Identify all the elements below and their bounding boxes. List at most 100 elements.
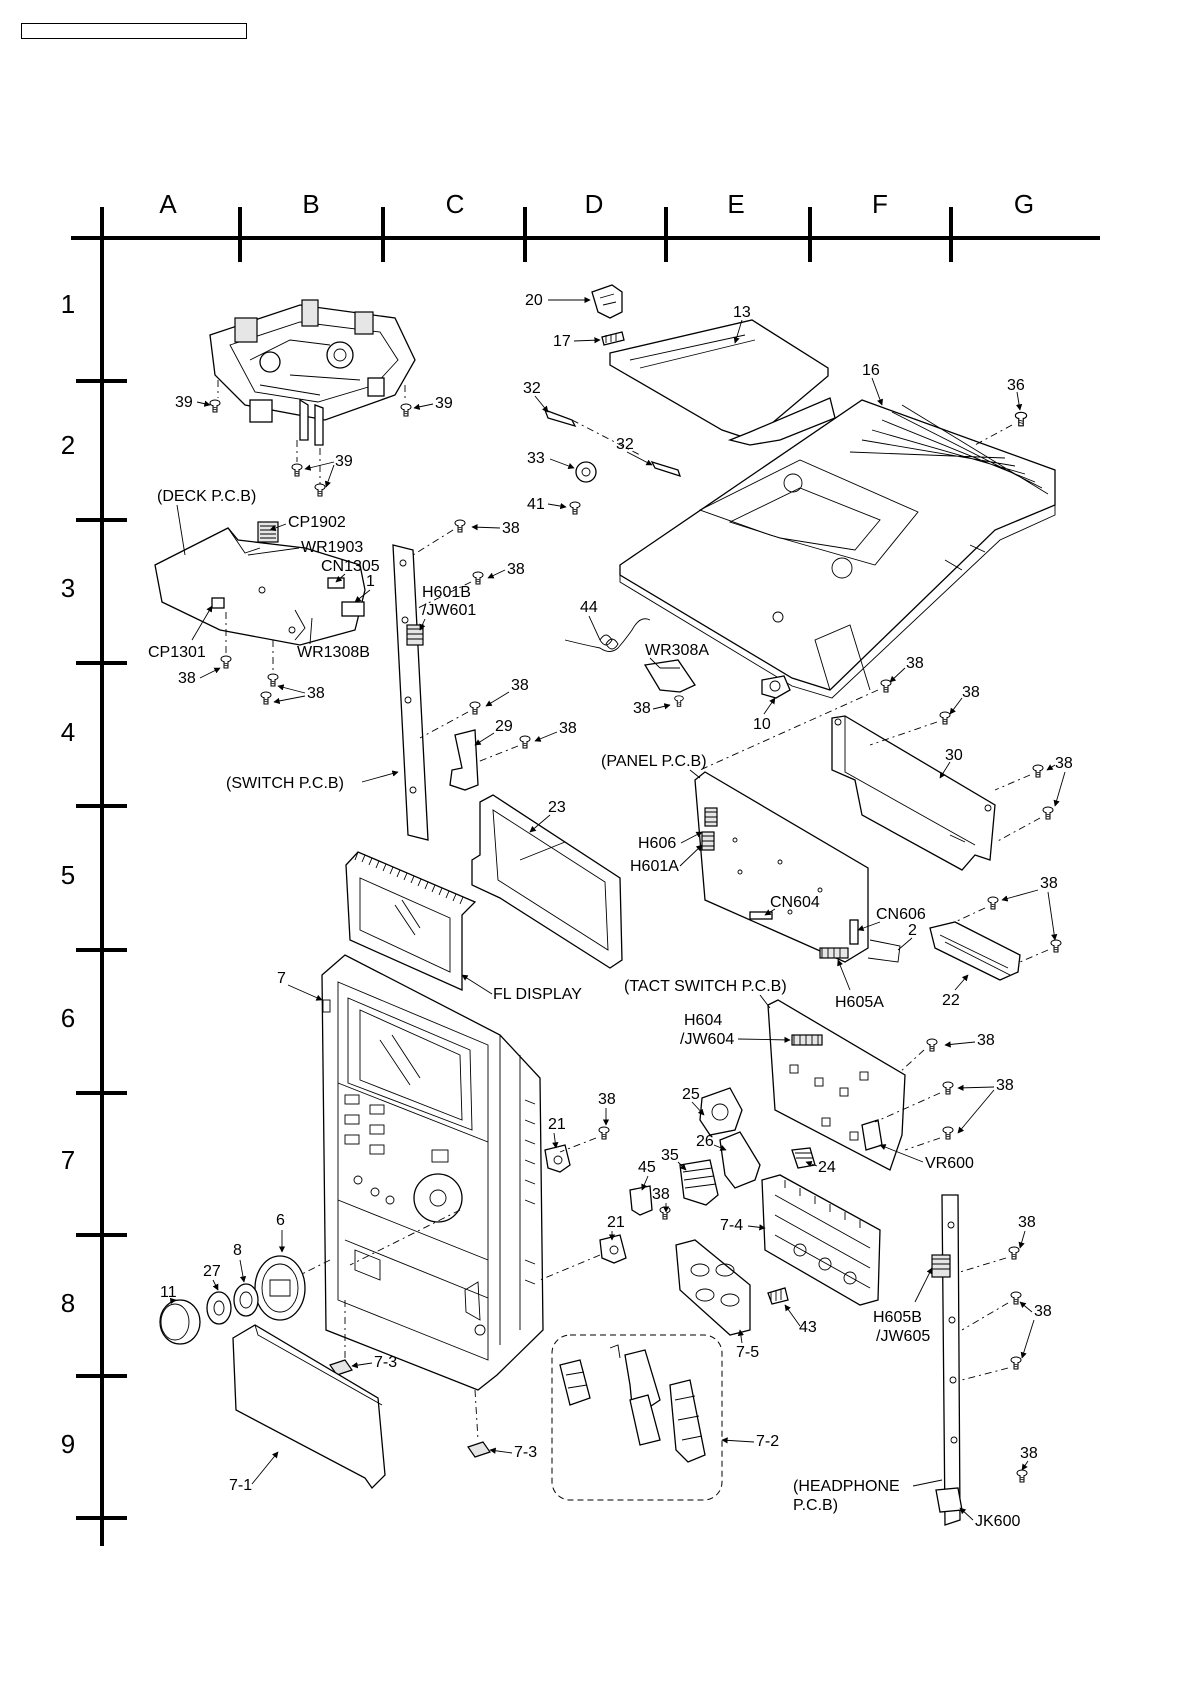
grid-column-e: E [727,189,744,219]
fl-display-label: FL DISPLAY [493,986,582,1003]
h601b-label-1: H601B [422,584,471,601]
grid-column-d: D [585,189,604,219]
part-27: 27 [203,1263,221,1280]
panel-pcb-label: (PANEL P.C.B) [601,753,707,770]
grid-row-3: 3 [61,573,75,603]
part-38-g8b: 38 [1034,1303,1052,1320]
panel-pcb [694,771,901,963]
part-7-5: 7-5 [736,1344,759,1361]
part-20: 20 [525,292,543,309]
part-7-4: 7-4 [720,1217,743,1234]
h605b-label-1: H605B [873,1309,922,1326]
part-38-f4b: 38 [962,684,980,701]
part-38-g5: 38 [1040,875,1058,892]
grid-column-c: C [446,189,465,219]
h605a-label: H605A [835,994,884,1011]
headphone-pcb-label-1: (HEADPHONE [793,1478,900,1495]
part-26: 26 [696,1133,714,1150]
part-22: 22 [942,992,960,1009]
part-8: 8 [233,1242,242,1259]
part-38-g6b: 38 [996,1077,1014,1094]
part-38-g9: 38 [1020,1445,1038,1462]
part-38-g8a: 38 [1018,1214,1036,1231]
part-17: 17 [553,333,571,350]
cassette-lid-parts [543,284,836,515]
small-parts-d7 [629,1087,816,1220]
part-38-g6a: 38 [977,1032,995,1049]
headphone-pcb [931,1194,1028,1526]
part-11: 11 [160,1284,177,1301]
part-25: 25 [682,1086,700,1103]
grid-column-b: B [302,189,319,219]
wr1903-label: WR1903 [301,539,363,556]
part-36: 36 [1007,377,1025,394]
fl-display-holder [345,794,623,992]
part-10: 10 [753,716,771,733]
part-39-left: 39 [175,394,193,411]
h606-label: H606 [638,835,676,852]
grid-column-g: G [1014,189,1034,219]
parts-7-4-7-5 [675,1174,881,1336]
part-30: 30 [945,747,963,764]
part-32-right: 32 [616,436,634,453]
part-44: 44 [580,599,598,616]
part-43: 43 [799,1319,817,1336]
part-23: 23 [548,799,566,816]
tact-switch-pcb [767,999,954,1171]
part-6: 6 [276,1212,285,1229]
switch-pcb [392,519,531,841]
h605b-label-2: /JW605 [876,1328,930,1345]
grid-frame: A B C D E F G 1 2 3 4 5 6 7 8 9 [61,189,1100,1546]
tact-switch-pcb-label: (TACT SWITCH P.C.B) [624,978,787,995]
part-38-g4: 38 [1055,755,1073,772]
part-21-upper: 21 [548,1116,566,1133]
part-2: 2 [908,922,917,939]
cn604-label: CN604 [770,894,820,911]
headphone-pcb-label-2: P.C.B) [793,1497,838,1514]
h604-label-2: /JW604 [680,1031,734,1048]
part-16: 16 [862,362,880,379]
part-41: 41 [527,496,545,513]
deck-mechanism [209,299,416,497]
grid-row-2: 2 [61,430,75,460]
grid-column-a: A [159,189,177,219]
wr308a-label: WR308A [645,642,709,659]
knobs [159,1255,306,1345]
part-35: 35 [661,1147,679,1164]
jk600-label: JK600 [975,1513,1020,1530]
wr1308b-label: WR1308B [297,644,370,661]
part-13: 13 [733,304,751,321]
top-cabinet [619,399,1056,699]
grid-row-5: 5 [61,860,75,890]
part-38-switch-2: 38 [507,561,525,578]
h604-label-1: H604 [684,1012,722,1029]
part-7-3-lower: 7-3 [514,1444,537,1461]
spring-and-wire [564,618,791,707]
part-38-deck-1: 38 [178,670,196,687]
bottom-parts [232,1300,723,1501]
part-38-d8: 38 [652,1186,670,1203]
part-7: 7 [277,970,286,987]
grid-column-f: F [872,189,888,219]
part-7-3-upper: 7-3 [374,1354,397,1371]
grid-row-7: 7 [61,1145,75,1175]
part-38-switch-3: 38 [511,677,529,694]
grid-row-1: 1 [61,289,75,319]
grid-row-6: 6 [61,1003,75,1033]
part-38-deck-2: 38 [307,685,325,702]
part-38-f4a: 38 [906,655,924,672]
grid-row-8: 8 [61,1288,75,1318]
part-29: 29 [495,718,513,735]
parts-21 [289,1126,627,1281]
part-7-2: 7-2 [756,1433,779,1450]
part-32-left: 32 [523,380,541,397]
part-22-connector [929,896,1062,981]
h601a-label: H601A [630,858,679,875]
part-38-c7: 38 [598,1091,616,1108]
part-33: 33 [527,450,545,467]
deck-pcb-label: (DECK P.C.B) [157,488,256,505]
front-panel [321,954,544,1391]
h601b-label-2: /JW601 [422,602,476,619]
vr600-label: VR600 [925,1155,974,1172]
